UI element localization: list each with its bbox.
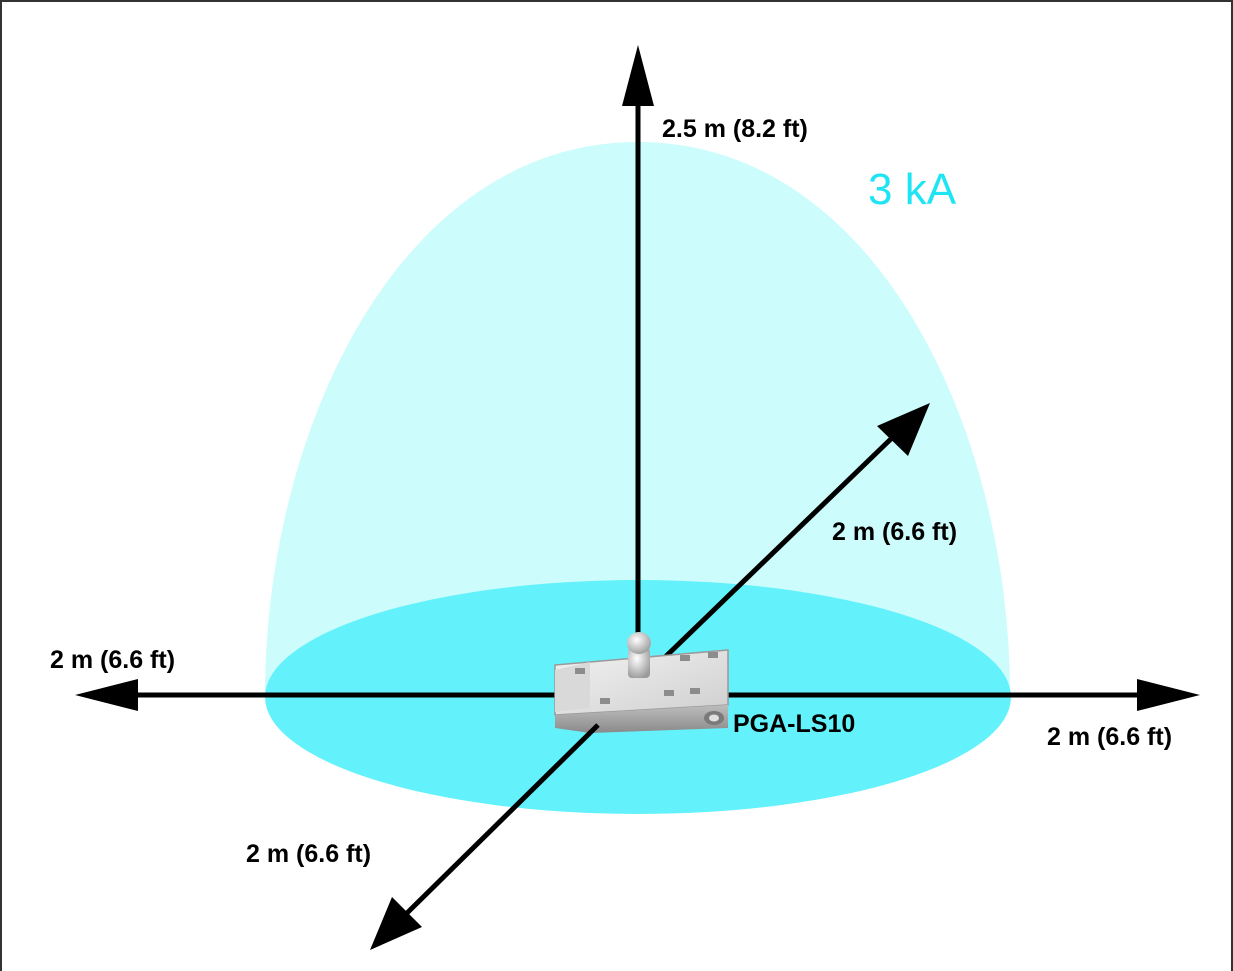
arrow-right [680, 679, 1200, 711]
label-front: 2 m (6.6 ft) [246, 840, 371, 868]
sensor-device-icon [554, 632, 729, 733]
label-up: 2.5 m (8.2 ft) [662, 115, 808, 143]
label-right: 2 m (6.6 ft) [1047, 723, 1172, 751]
arrow-up [622, 45, 654, 695]
label-left: 2 m (6.6 ft) [50, 646, 175, 674]
current-rating-label: 3 kA [868, 165, 957, 214]
device-label: PGA-LS10 [733, 710, 855, 738]
label-back: 2 m (6.6 ft) [832, 518, 957, 546]
arrow-front [370, 723, 600, 950]
arrow-left [75, 679, 600, 711]
